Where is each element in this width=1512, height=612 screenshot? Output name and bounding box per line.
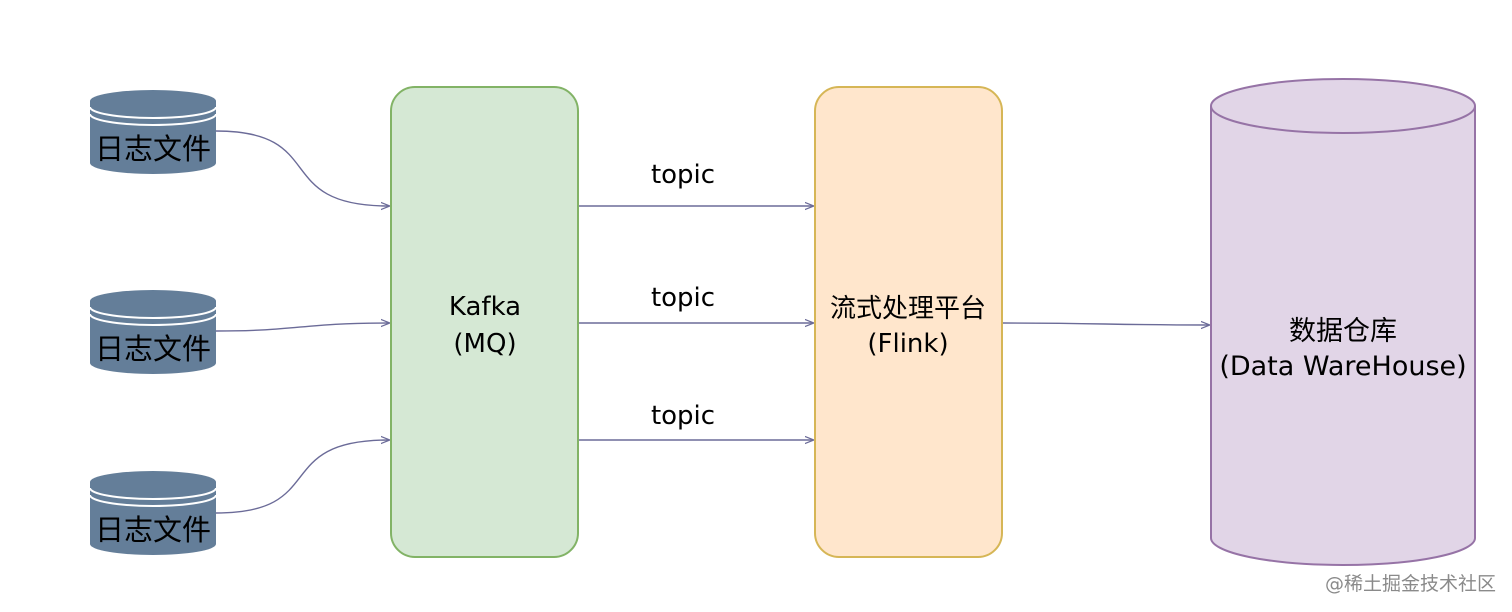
source-log-file-3: 日志文件	[89, 471, 217, 555]
flink-box: 流式处理平台 (Flink)	[814, 86, 1003, 558]
topic-label-1: topic	[651, 160, 715, 190]
source-cylinder-top	[90, 90, 216, 112]
source-log-file-2: 日志文件	[89, 290, 217, 374]
source-cylinder-body	[90, 101, 216, 174]
source-cylinder-ring	[89, 106, 217, 119]
topic-label-2: topic	[651, 283, 715, 313]
edge-source3-to-kafka	[215, 440, 389, 514]
edge-source1-to-kafka	[215, 130, 389, 206]
source-cylinder-top	[90, 471, 216, 493]
source-log-file-1: 日志文件	[89, 90, 217, 174]
edge-flink-to-warehouse	[1002, 323, 1209, 325]
kafka-label: Kafka	[449, 292, 521, 322]
kafka-sublabel: (MQ)	[453, 329, 516, 359]
source-cylinder-top	[90, 290, 216, 312]
source-cylinder-ring	[89, 306, 217, 319]
kafka-rect	[390, 86, 579, 558]
warehouse-cylinder-top	[1210, 78, 1476, 134]
flink-sublabel: (Flink)	[867, 329, 948, 359]
source-cylinder-ring	[89, 313, 217, 326]
watermark: @稀土掘金技术社区	[1325, 573, 1496, 595]
source-cylinder-body	[90, 482, 216, 555]
warehouse-cylinder-body	[1210, 106, 1476, 566]
edge-source2-to-kafka	[215, 323, 389, 332]
warehouse-label: 数据仓库	[1289, 316, 1397, 347]
flink-rect	[814, 86, 1003, 558]
source-cylinder-ring	[89, 113, 217, 126]
warehouse-sublabel: (Data WareHouse)	[1219, 351, 1466, 382]
source-label: 日志文件	[95, 513, 211, 547]
flink-label: 流式处理平台	[830, 294, 986, 324]
source-cylinder-ring	[89, 494, 217, 507]
data-warehouse: 数据仓库 (Data WareHouse)	[1210, 78, 1476, 566]
source-label: 日志文件	[95, 132, 211, 166]
source-cylinder-body	[90, 301, 216, 374]
topic-label-3: topic	[651, 401, 715, 431]
source-cylinder-ring	[89, 487, 217, 500]
source-label: 日志文件	[95, 332, 211, 366]
kafka-box: Kafka (MQ)	[390, 86, 579, 558]
